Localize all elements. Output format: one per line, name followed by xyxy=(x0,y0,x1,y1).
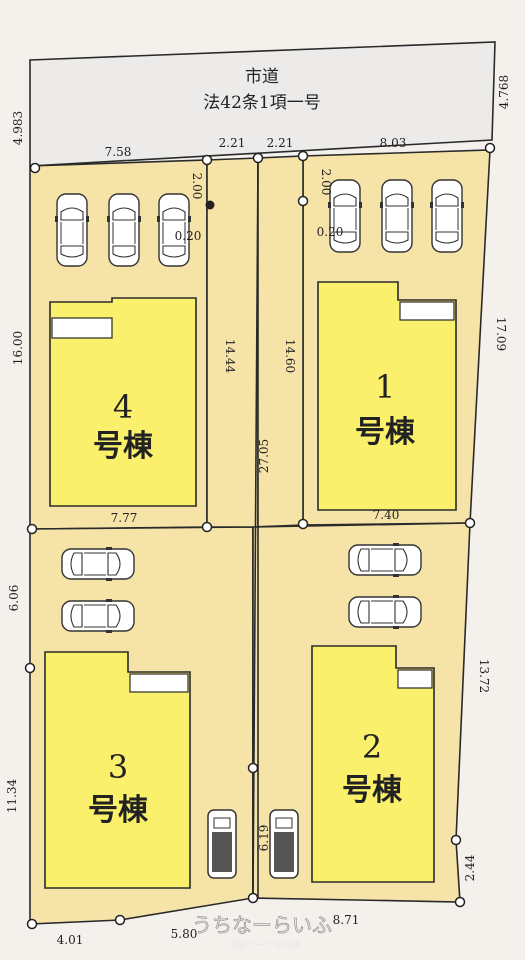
dim-bottom-b: 5.80 xyxy=(171,927,198,941)
road-name: 市道 xyxy=(245,67,279,87)
boundary-marker xyxy=(252,152,264,164)
building-2-label: 号棟 xyxy=(342,773,403,808)
access-strips xyxy=(206,155,304,899)
dim-lot3-upper-left: 6.06 xyxy=(7,585,21,612)
dim-lot2-right: 13.72 xyxy=(477,659,491,693)
boundary-marker xyxy=(24,662,36,674)
parking-motorbike xyxy=(207,809,237,879)
building-2-number: 2 xyxy=(362,728,382,766)
dimension-labels: 7.58 2.21 2.21 8.03 2.00 0.20 2.00 0.20 … xyxy=(5,136,508,947)
dim-top-lot1-access: 2.21 xyxy=(267,136,294,150)
dim-lot3-lower-left: 11.34 xyxy=(5,778,19,813)
boundary-marker xyxy=(454,896,466,908)
watermark-sub: (株)ピープル住研 xyxy=(231,939,300,951)
dim-driveway-long: 27.05 xyxy=(257,439,271,473)
road-class: 法42条1項一号 xyxy=(203,93,320,113)
watermark: うちなーらいふ (株)ピープル住研 xyxy=(192,913,333,951)
dim-top-lot4: 7.58 xyxy=(105,145,132,159)
boundary-marker xyxy=(297,195,309,207)
dim-offset-right-b: 0.20 xyxy=(317,225,344,239)
parking-car xyxy=(106,193,142,267)
dim-top-lot1: 8.03 xyxy=(380,136,407,150)
boundary-marker xyxy=(484,142,496,154)
building-4-porch xyxy=(51,317,113,339)
building-4 xyxy=(49,297,197,507)
building-3-number: 3 xyxy=(108,748,128,786)
dim-lot2-small-right: 2.44 xyxy=(463,854,477,881)
boundary-marker xyxy=(247,762,259,774)
building-3-label: 号棟 xyxy=(88,793,149,828)
boundary-marker xyxy=(201,154,213,166)
boundary-marker xyxy=(450,834,462,846)
dim-offset-left-b: 0.20 xyxy=(175,229,202,243)
lot-3: 3 号棟 xyxy=(29,526,254,925)
building-1-number: 1 xyxy=(375,368,395,406)
building-1-label: 号棟 xyxy=(355,415,416,450)
building-3 xyxy=(44,651,191,889)
dim-offset-left-a: 2.00 xyxy=(190,173,204,200)
dim-top-lot4-access: 2.21 xyxy=(219,136,246,150)
boundary-marker xyxy=(26,918,38,930)
watermark-main: うちなーらいふ xyxy=(192,913,332,937)
boundary-marker xyxy=(464,517,476,529)
lot-4: 4 号棟 xyxy=(29,159,208,530)
parking-car xyxy=(379,179,415,253)
dim-lot4-bottom: 7.77 xyxy=(111,511,138,525)
building-1 xyxy=(317,281,457,511)
dim-bottom-a: 4.01 xyxy=(57,933,84,947)
boundary-marker xyxy=(297,150,309,162)
dim-bottom-c: 8.71 xyxy=(333,913,360,927)
parking-car xyxy=(429,179,465,253)
dim-lot4-right: 14.44 xyxy=(223,339,237,374)
building-4-number: 4 xyxy=(113,388,133,426)
lot-1: 1 号棟 xyxy=(302,149,491,526)
boundary-marker xyxy=(205,200,215,210)
building-1-porch xyxy=(399,301,455,321)
boundary-marker xyxy=(114,914,126,926)
building-2-porch xyxy=(397,669,433,689)
boundary-marker xyxy=(26,523,38,535)
parking-car xyxy=(348,542,422,578)
parking-car xyxy=(61,546,135,582)
dim-road-right: 4.768 xyxy=(497,75,511,109)
boundary-markers xyxy=(24,142,496,930)
parking-car xyxy=(54,193,90,267)
dim-lot4-left: 16.00 xyxy=(11,331,25,365)
boundary-marker xyxy=(29,162,41,174)
parking-car xyxy=(348,594,422,630)
building-3-porch xyxy=(129,673,189,693)
dim-offset-right-a: 2.00 xyxy=(319,169,333,196)
parking-motorbike xyxy=(269,809,299,879)
parking-car xyxy=(61,598,135,634)
dim-driveway-end: 6.19 xyxy=(257,825,271,852)
dim-lot1-right: 17.09 xyxy=(494,317,508,351)
building-2 xyxy=(311,645,435,883)
boundary-marker xyxy=(247,892,259,904)
road: 市道 法42条1項一号 4.983 4.768 xyxy=(11,41,511,167)
dim-lot1-left: 14.60 xyxy=(283,339,297,373)
building-4-label: 号棟 xyxy=(93,429,154,464)
boundary-marker xyxy=(297,518,309,530)
boundary-marker xyxy=(201,521,213,533)
dim-lot1-bottom: 7.40 xyxy=(373,508,400,522)
dim-road-left: 4.983 xyxy=(11,111,25,145)
lot-2: 2 号棟 xyxy=(252,522,471,903)
